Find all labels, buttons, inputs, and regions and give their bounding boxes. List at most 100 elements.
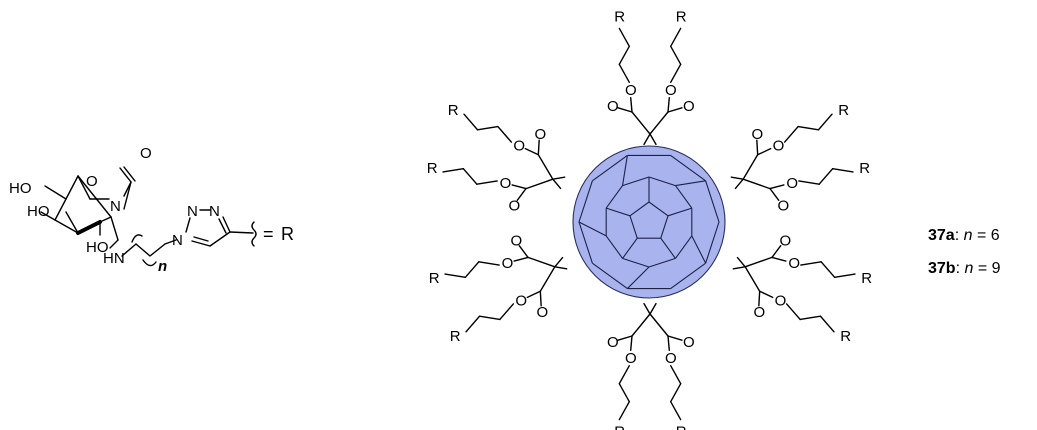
atom-o: O [665,82,677,99]
bond [537,154,554,180]
bond [511,184,527,190]
bond [76,220,102,235]
bond [119,167,132,183]
cage-bond [578,221,607,237]
bond [630,335,633,351]
bond [618,365,630,385]
cage-bond [670,154,706,182]
bond [554,256,564,268]
bond [618,383,630,403]
bond [442,167,465,173]
atom-o: O [515,293,527,310]
bond [756,147,772,156]
bond [131,234,143,243]
bond [630,96,633,113]
bond [817,113,833,131]
atom-o: O [753,304,765,321]
bond [756,139,759,156]
bond [618,63,630,84]
bond [734,178,744,190]
cage-bond [705,180,720,223]
bond [798,180,820,185]
atom-o: O [607,98,619,115]
bond [736,256,746,268]
atom-o: O [751,126,763,143]
bond [554,266,568,270]
bond [123,181,132,210]
bond [476,180,498,185]
bond [833,273,856,279]
cage-bond [667,207,692,217]
arm-labels: OOROOROOROOROOROOROOROOROOROOROOROOR [427,8,873,430]
bond [516,187,527,202]
bond [185,217,191,233]
bond [670,63,682,84]
atom-r: R [450,328,461,345]
atom-n-b: N [187,203,198,220]
atom-o: O [625,82,637,99]
bond [164,239,177,245]
bond [649,111,669,135]
atom-o: O [500,175,512,192]
cage-bond [648,201,669,217]
atom-hn: HN [103,250,125,267]
bond [191,240,211,247]
compound-label-37b: 37b: n = 9 [928,260,1001,277]
atom-r: R [838,102,849,119]
bond [785,303,801,321]
cage-bond [660,215,669,239]
bond [783,125,799,143]
cage-bond [648,257,676,268]
wavy-bond [251,221,257,247]
cage-bond [691,235,707,264]
atom-o-carbonyl: O [140,145,152,162]
atom-r: R [429,270,440,287]
malonate-arms [442,27,856,421]
bond [820,261,836,279]
bond [670,45,682,66]
atom-o: O [607,334,619,351]
cage-bond [622,237,638,259]
cage-bond [629,201,650,217]
bond [476,125,499,131]
bond [54,219,79,234]
bond [617,107,633,113]
bond [218,218,227,234]
cage-bond [648,176,676,187]
atom-n-c: N [209,203,220,220]
bond [444,273,467,279]
bond [670,365,682,385]
atom-n-ring: N [110,198,121,215]
bond [643,302,651,315]
bond [54,198,67,221]
fullerene-sphere [572,145,726,299]
bond [77,175,112,218]
bond [667,335,683,341]
atom-o: O [779,233,791,250]
cage-bond [605,235,623,259]
atom-r: R [676,8,687,25]
bond [229,231,254,234]
bond [109,239,119,249]
bond [742,154,759,180]
bond [478,315,501,321]
atom-o: O [502,255,514,272]
atom-r: R [861,270,872,287]
bond [618,27,630,47]
bond [110,216,119,241]
atom-r: R [840,328,851,345]
bond [497,125,513,143]
cage-bond [660,237,676,259]
cage-bond [622,257,650,268]
cage-bond [605,185,623,209]
cage-bond [670,262,706,290]
bond [222,216,231,233]
bond [769,184,785,190]
atom-n-a: N [172,232,183,249]
bond [77,175,91,200]
bond [464,261,480,279]
bond [193,236,209,242]
bond [499,303,515,321]
atom-r: R [614,424,625,430]
